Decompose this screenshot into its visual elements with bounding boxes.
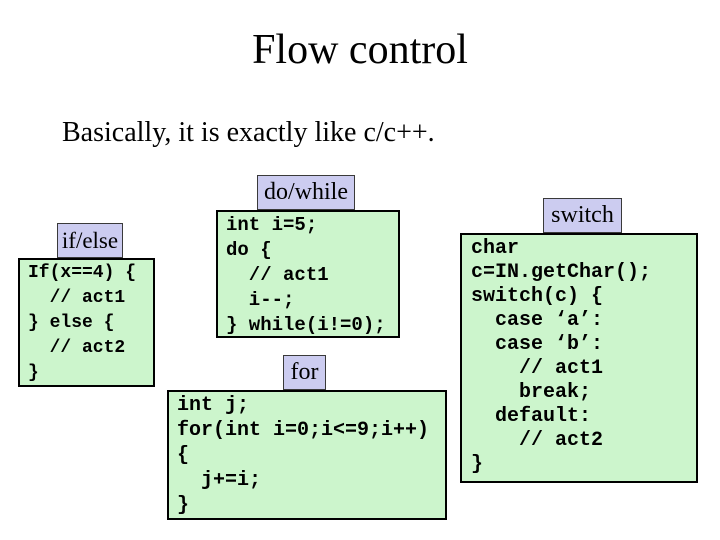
switch-label: switch (543, 198, 622, 233)
do-while-code-box: int i=5; do { // act1 i--; } while(i!=0)… (216, 210, 400, 338)
for-label: for (283, 355, 326, 390)
slide-subtitle: Basically, it is exactly like c/c++. (62, 117, 435, 148)
do-while-label: do/while (257, 175, 355, 210)
switch-code-box: char c=IN.getChar(); switch(c) { case ‘a… (460, 233, 698, 483)
for-code-box: int j; for(int i=0;i<=9;i++) { j+=i; } (167, 390, 447, 520)
if-else-code-box: If(x==4) { // act1 } else { // act2 } (18, 258, 155, 387)
slide-title: Flow control (252, 27, 468, 73)
if-else-label: if/else (57, 223, 123, 258)
